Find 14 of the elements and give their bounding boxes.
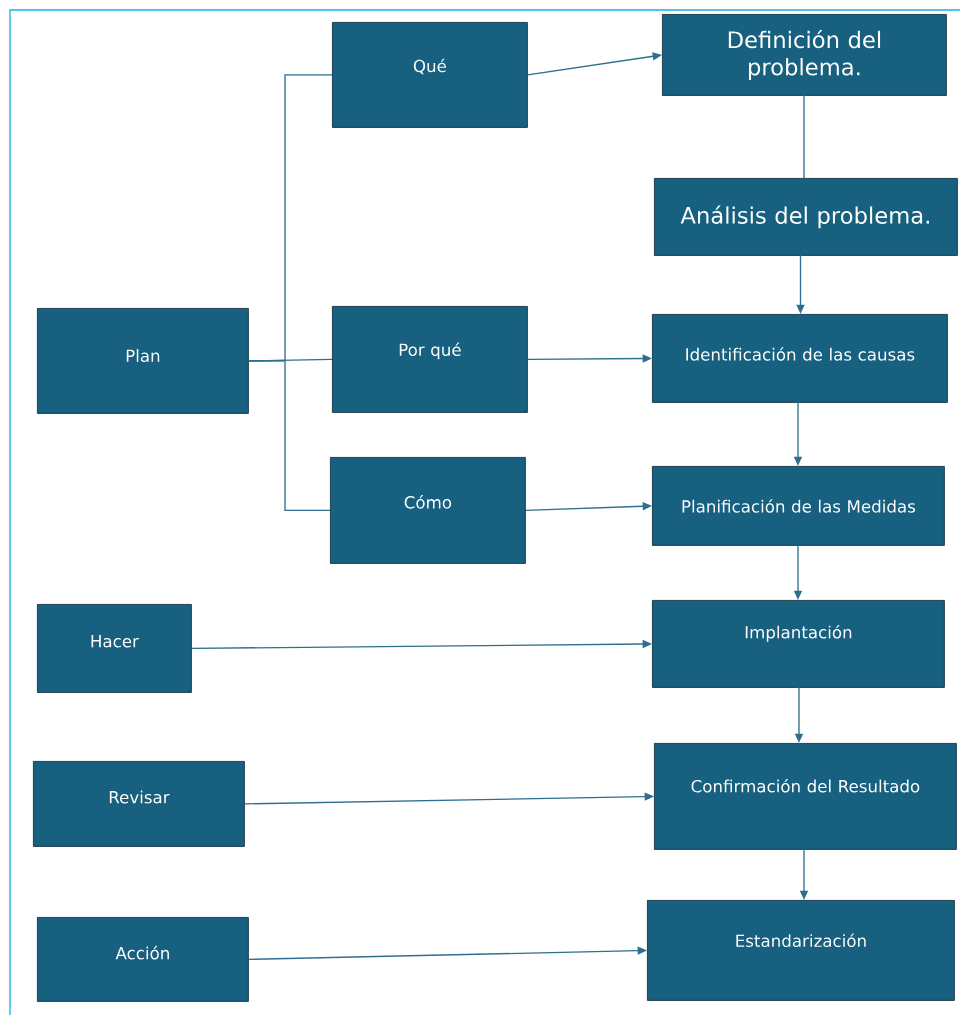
- process-box: Estandarización: [647, 900, 955, 1001]
- process-box: Planificación de las Medidas: [652, 466, 945, 546]
- process-box: Análisis del problema.: [654, 178, 958, 256]
- process-box: Plan: [37, 308, 249, 414]
- process-box: Revisar: [33, 761, 245, 847]
- process-box: Hacer: [37, 604, 192, 693]
- process-box: Acción: [37, 917, 249, 1002]
- process-box: Confirmación del Resultado: [654, 743, 957, 850]
- process-box: Qué: [332, 22, 528, 128]
- process-box: Definición del problema.: [662, 14, 947, 96]
- process-box: Cómo: [330, 457, 526, 564]
- process-box: Identificación de las causas: [652, 314, 948, 403]
- process-box: Implantación: [652, 600, 945, 688]
- process-box: Por qué: [332, 306, 528, 413]
